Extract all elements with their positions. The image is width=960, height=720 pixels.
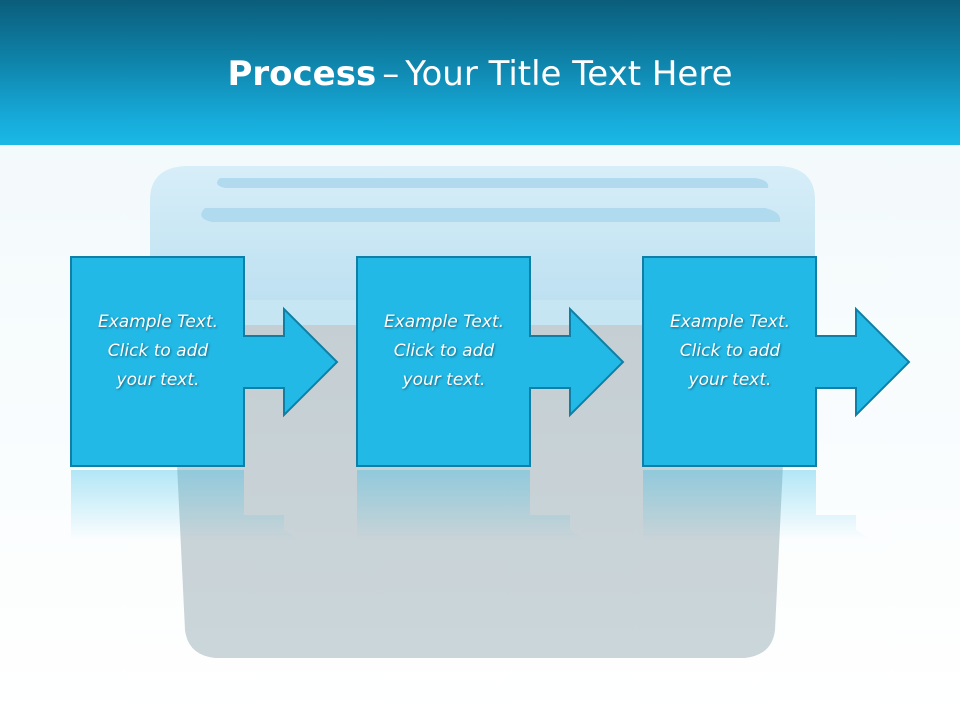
step-text-line-3: your text.	[116, 370, 200, 390]
step-text-line-1: Example Text.	[669, 312, 791, 332]
step-text[interactable]: Example Text. Click to add your text.	[360, 308, 528, 395]
title-bar: Process–Your Title Text Here	[0, 0, 960, 145]
step-text-line-3: your text.	[688, 370, 772, 390]
step-reflection	[70, 470, 412, 540]
slide-title[interactable]: Process–Your Title Text Here	[0, 52, 960, 96]
process-step-1[interactable]: Example Text. Click to add your text.	[70, 256, 412, 468]
step-reflection	[356, 470, 698, 540]
step-arrow-shape	[70, 256, 339, 467]
title-dash: –	[382, 54, 400, 94]
step-text-line-2: Click to add	[393, 341, 495, 361]
process-step-3[interactable]: Example Text. Click to add your text.	[642, 256, 960, 468]
step-arrow-shape	[642, 256, 911, 467]
step-text-line-2: Click to add	[679, 341, 781, 361]
step-text-line-3: your text.	[402, 370, 486, 390]
title-rest: Your Title Text Here	[405, 54, 733, 94]
step-text-line-1: Example Text.	[97, 312, 219, 332]
process-step-2[interactable]: Example Text. Click to add your text.	[356, 256, 698, 468]
title-strong: Process	[227, 54, 377, 94]
step-text[interactable]: Example Text. Click to add your text.	[646, 308, 814, 395]
step-reflection	[642, 470, 942, 540]
step-arrow-shape	[356, 256, 625, 467]
step-text[interactable]: Example Text. Click to add your text.	[74, 308, 242, 395]
step-text-line-1: Example Text.	[383, 312, 505, 332]
step-text-line-2: Click to add	[107, 341, 209, 361]
